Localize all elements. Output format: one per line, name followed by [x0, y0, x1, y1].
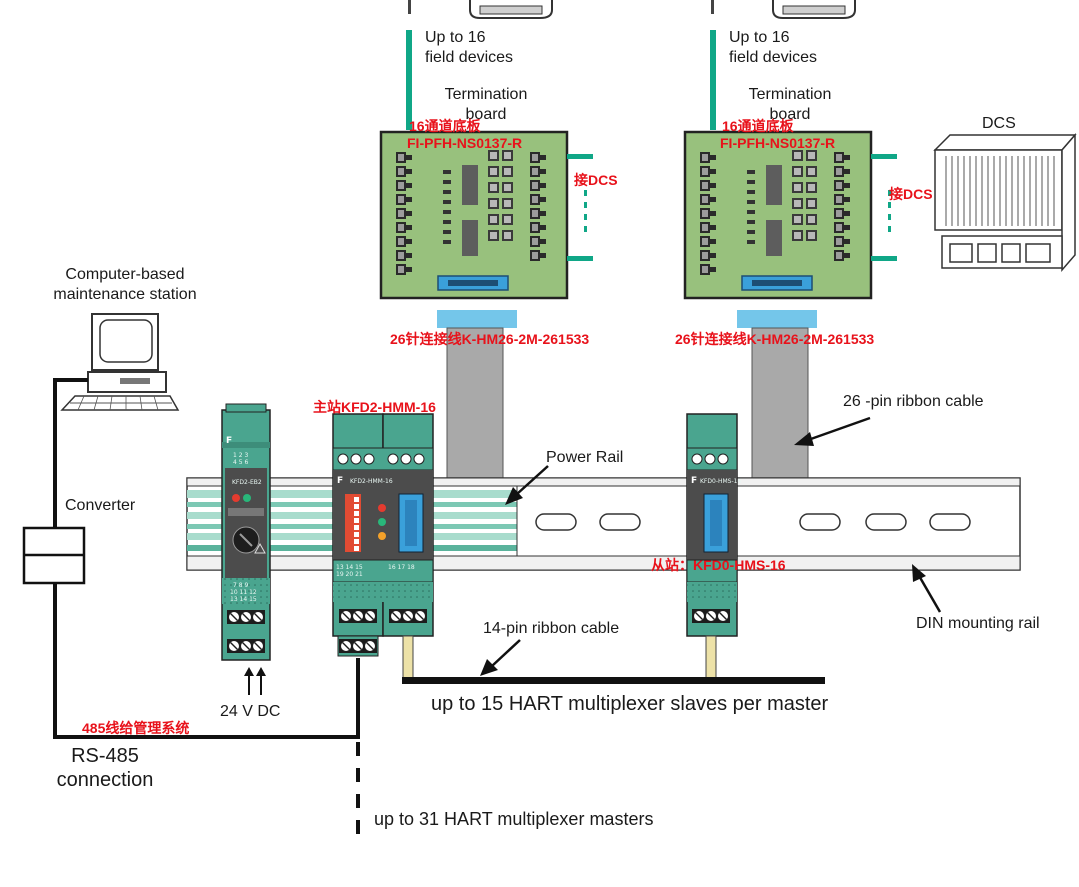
din-rail-label: DIN mounting rail	[916, 615, 1040, 632]
ribbon14-label: 14-pin ribbon cable	[483, 620, 620, 637]
power-supply-module	[221, 403, 271, 661]
computer-label: Computer-based maintenance station	[53, 266, 197, 303]
master-model-label: KFD2-HMM-16	[350, 478, 393, 485]
dc-input-arrows	[244, 667, 266, 695]
master-module	[332, 413, 434, 679]
ps-logo: F	[226, 436, 233, 446]
field-devices-label-1: Up to 16 field devices	[425, 29, 514, 66]
ps-model-label: KFD2-EB2	[232, 479, 262, 486]
slaves-label: up to 15 HART multiplexer slaves per mas…	[431, 693, 829, 715]
dcs-label: DCS	[982, 115, 1016, 132]
power-rail-label: Power Rail	[546, 449, 624, 466]
termination-board-label-1: Termination board	[444, 86, 528, 123]
field-device-1	[408, 0, 553, 19]
dcs-leads-2	[871, 154, 897, 261]
board-cn-annotation-2: 16通道底板	[722, 118, 794, 134]
master-annotation: 主站KFD2-HMM-16	[313, 399, 436, 415]
master-logo: F	[337, 476, 344, 486]
board-cn-annotation-1: 16通道底板	[409, 118, 481, 134]
dcs-leads-1	[567, 154, 593, 261]
to-dcs-annotation-2: 接DCS	[889, 186, 933, 202]
board-model-annotation-2: FI-PFH-NS0137-R	[720, 135, 836, 151]
rs485-wiring	[22, 378, 360, 836]
ps-terminal-bot-3: 13 14 15	[230, 596, 257, 603]
slave-annotation: 从站：KFD0-HMS-16	[651, 557, 786, 573]
field-cable-2	[710, 30, 716, 130]
computer-station	[60, 313, 180, 411]
connector-annotation-2: 26针连接线K-HM26-2M-261533	[675, 331, 875, 347]
ps-terminal-top-2: 4 5 6	[233, 459, 249, 466]
rs485-label: RS-485 connection	[56, 745, 154, 791]
ps-terminal-bot-1: 7 8 9	[233, 582, 249, 589]
master-terminal-bot-3: 16 17 18	[388, 564, 415, 571]
ribbon26-label: 26 -pin ribbon cable	[843, 393, 984, 410]
connector-annotation-1: 26针连接线K-HM26-2M-261533	[390, 331, 590, 347]
slave-module	[686, 413, 738, 679]
slave-model-label: KFD0-HMS-16	[700, 478, 742, 485]
field-cable-1	[406, 30, 412, 130]
master-terminal-bot-1: 13 14 15	[336, 564, 363, 571]
converter-label: Converter	[65, 497, 136, 514]
dc24-label: 24 V DC	[220, 703, 281, 720]
field-device-2	[711, 0, 856, 19]
ribbon-cable-14	[402, 677, 825, 684]
ps-terminal-top-1: 1 2 3	[233, 452, 249, 459]
termination-board-2	[683, 130, 873, 300]
slave-logo: F	[691, 476, 698, 486]
termination-board-label-2: Termination board	[748, 86, 832, 123]
din-rail	[186, 477, 1021, 571]
board-model-annotation-1: FI-PFH-NS0137-R	[407, 135, 523, 151]
termination-board-1	[379, 130, 569, 300]
to-dcs-annotation-1: 接DCS	[574, 172, 618, 188]
rs485-system-annotation: 485线给管理系统	[82, 720, 190, 736]
master-terminal-bot-2: 19 20 21	[336, 571, 363, 578]
field-devices-label-2: Up to 16 field devices	[729, 29, 818, 66]
pointer-arrows	[480, 416, 942, 676]
ps-terminal-bot-2: 10 11 12	[230, 589, 257, 596]
dcs-cabinet	[933, 132, 1077, 273]
masters-label: up to 31 HART multiplexer masters	[374, 809, 654, 829]
